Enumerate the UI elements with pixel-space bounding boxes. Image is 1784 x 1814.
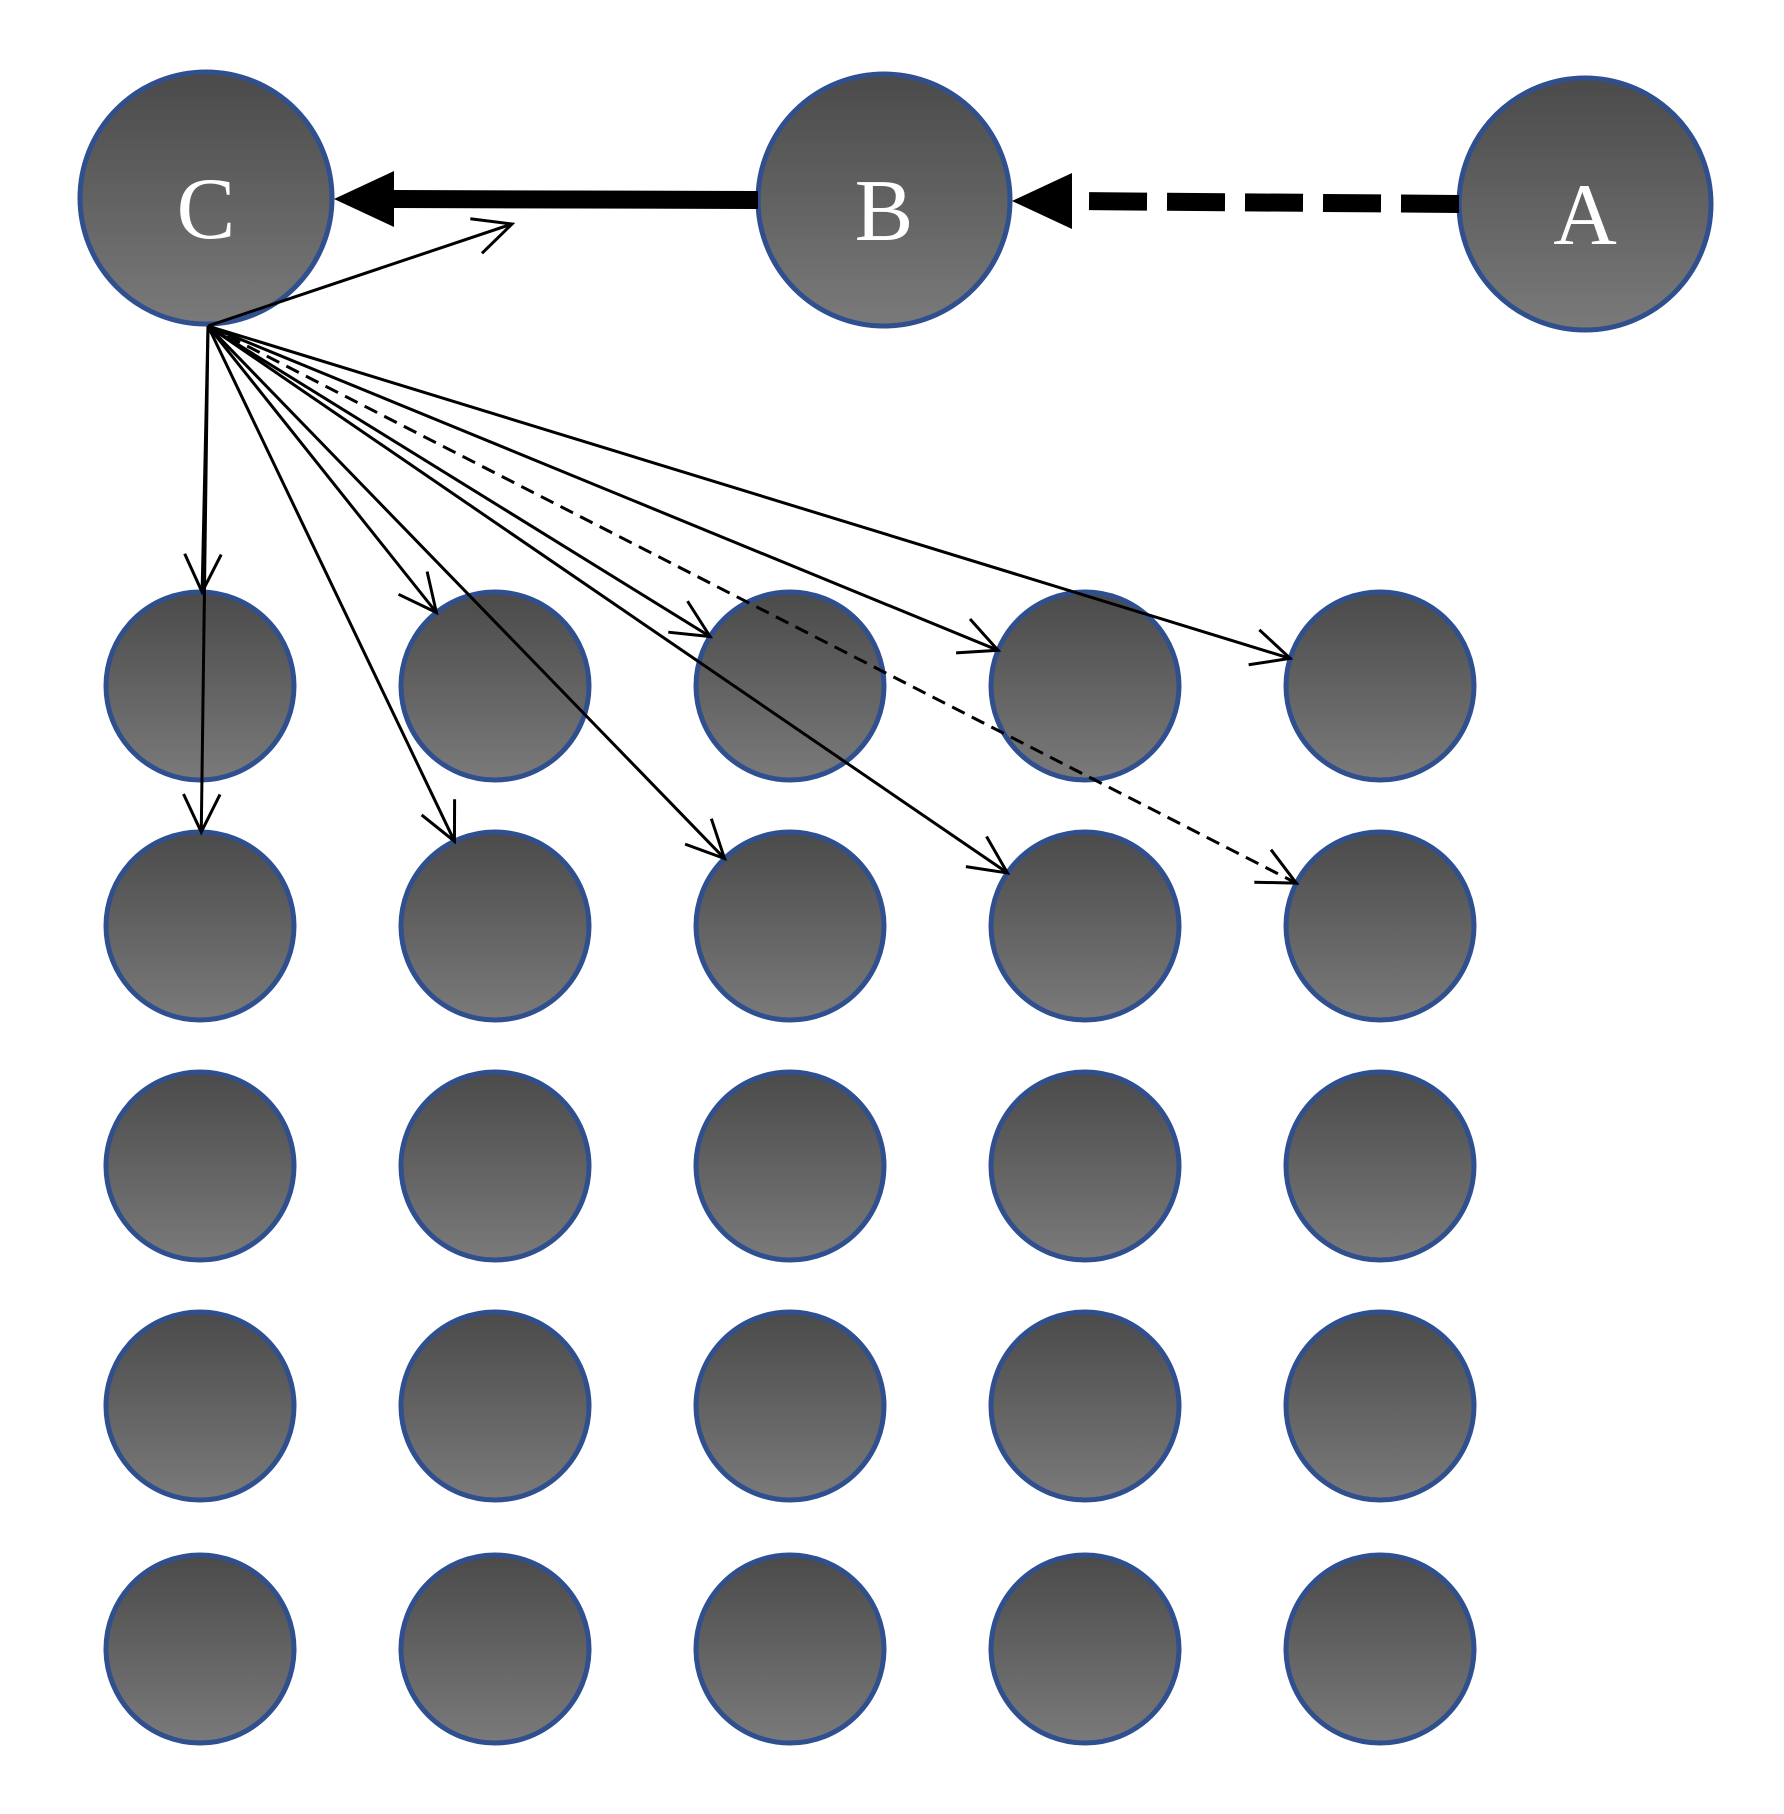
grid-node-row5-col3[interactable] (693, 1552, 887, 1746)
grid-node-row5-col5[interactable] (1283, 1552, 1477, 1746)
node-c-label: C (177, 161, 236, 258)
grid-node-row4-col2[interactable] (398, 1309, 592, 1503)
edge-c-self-loop-arrowhead (470, 217, 516, 255)
node-b[interactable]: B (755, 71, 1013, 329)
grid-node-row3-col3[interactable] (693, 1069, 887, 1263)
grid-node-row5-col1[interactable] (103, 1552, 297, 1746)
grid-node-row2-col3[interactable] (693, 829, 887, 1023)
node-a-label: A (1553, 167, 1617, 264)
grid-node-row1-col2[interactable] (398, 589, 592, 783)
node-c[interactable]: C (77, 69, 335, 327)
edge-c-to-r1c2-arrowhead (684, 818, 727, 862)
edge-b-to-c-arrowhead (334, 171, 394, 227)
edge-a-to-b (1012, 173, 1460, 229)
edge-c-to-r0c3-arrowhead (956, 618, 1002, 655)
edge-c-to-r0c3 (207, 324, 1002, 655)
grid-node-row1-col5[interactable] (1283, 589, 1477, 783)
grid-node-row4-col3[interactable] (693, 1309, 887, 1503)
grid-node-row4-col1[interactable] (103, 1309, 297, 1503)
edge-c-to-r1c4-arrowhead (1254, 848, 1300, 885)
edge-c-to-r1c4 (207, 324, 1300, 885)
grid-node-row4-col4[interactable] (988, 1309, 1182, 1503)
grid-node-row2-col2[interactable] (398, 829, 592, 1023)
edge-c-to-r1c2 (206, 324, 727, 862)
grid-nodes (103, 589, 1477, 1746)
grid-node-row3-col5[interactable] (1283, 1069, 1477, 1263)
edge-c-to-r1c1 (206, 325, 457, 845)
edge-c-to-r0c1 (206, 325, 439, 616)
grid-node-row5-col4[interactable] (988, 1552, 1182, 1746)
grid-node-row5-col2[interactable] (398, 1552, 592, 1746)
thin-edges-from-c (182, 217, 1300, 885)
grid-node-row2-col4[interactable] (988, 829, 1182, 1023)
edge-b-to-c (334, 171, 759, 227)
grid-node-row2-col5[interactable] (1283, 829, 1477, 1023)
edge-c-to-r1c3-arrowhead (965, 835, 1011, 875)
edge-c-to-r1c1-arrowhead (420, 799, 457, 845)
edge-c-to-r0c2-arrowhead (668, 600, 713, 639)
grid-node-row1-col3[interactable] (693, 589, 887, 783)
edge-c-to-r0c1-arrowhead (397, 571, 439, 616)
edge-c-to-r0c4 (207, 324, 1294, 667)
grid-node-row3-col1[interactable] (103, 1069, 297, 1263)
edge-c-to-r0c0-arrowhead (183, 553, 223, 596)
grid-node-row4-col5[interactable] (1283, 1309, 1477, 1503)
grid-node-row3-col4[interactable] (988, 1069, 1182, 1263)
edge-c-to-r1c3 (207, 324, 1011, 875)
edge-c-to-r0c2 (207, 324, 713, 639)
grid-node-row2-col1[interactable] (103, 829, 297, 1023)
grid-node-row3-col2[interactable] (398, 1069, 592, 1263)
edge-c-to-r0c4-arrowhead (1248, 628, 1294, 667)
edge-c-to-r0c0 (183, 325, 223, 596)
grid-node-row1-col4[interactable] (988, 589, 1182, 783)
edge-c-to-r1c0-arrowhead (182, 793, 222, 836)
node-b-label: B (855, 163, 914, 260)
edge-c-to-r1c0 (182, 325, 222, 836)
node-a[interactable]: A (1456, 75, 1714, 333)
edge-a-to-b-arrowhead (1012, 173, 1072, 229)
grid-node-row1-col1[interactable] (103, 589, 297, 783)
edge-c-self-loop (207, 217, 516, 328)
